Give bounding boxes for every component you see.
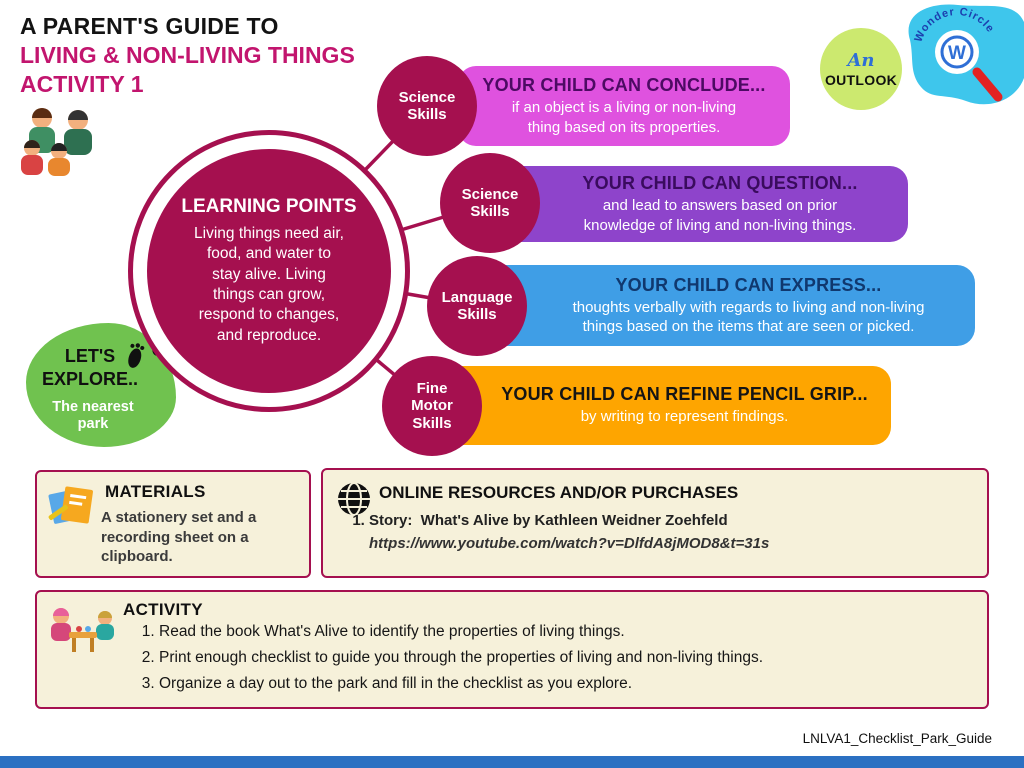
online-resources-title: ONLINE RESOURCES AND/OR PURCHASES [379,483,739,502]
skill-circle-label: Science Skills [461,185,519,220]
skill-banner-express: YOUR CHILD CAN EXPRESS... thoughts verba… [438,265,975,346]
skill-banner-pencil-grip: YOUR CHILD CAN REFINE PENCIL GRIP... by … [414,366,891,445]
globe-icon [338,482,370,516]
materials-body: A stationery set and a recording sheet o… [101,509,257,565]
skill-body-pencil-grip: by writing to represent findings. [580,408,789,426]
magnifier-handle-icon [972,67,1003,102]
skill-circle-label: Science Skills [398,88,456,123]
activity-panel: ACTIVITY Read the book What's Alive to i… [35,590,989,709]
activity-step: Organize a day out to the park and fill … [159,674,763,695]
bottom-accent-bar [0,756,1024,768]
online-resource-text: Story: What's Alive by Kathleen Weidner … [369,512,728,529]
outlook-label: OUTLOOK [824,72,898,88]
youtube-link[interactable]: https://www.youtube.com/watch?v=DlfdA8jM… [369,535,770,552]
title-line-3: ACTIVITY 1 [20,71,144,98]
activity-step: Read the book What's Alive to identify t… [159,622,763,643]
activity-step: Print enough checklist to guide you thro… [159,648,763,669]
outlook-badge: An OUTLOOK [820,28,902,110]
title-line-2: LIVING & NON-LIVING THINGS [20,42,355,69]
skill-heading-question: YOUR CHILD CAN QUESTION... [582,173,858,194]
learning-points-body: Living things need air, food, and water … [194,224,344,344]
skill-circle-fine-motor: Fine Motor Skills [382,356,482,456]
skill-body-express: thoughts verbally with regards to living… [572,298,925,335]
activity-title: ACTIVITY [123,600,203,619]
skill-body-conclude: if an object is a living or non-living t… [511,99,737,136]
learning-points-circle: LEARNING POINTS Living things need air, … [128,130,410,412]
activity-steps-list: Read the book What's Alive to identify t… [135,622,763,700]
stationery-icon [48,486,93,524]
explore-subtitle: The nearest park [52,399,134,433]
wonder-circle-logo: Wonder Circle W [908,4,1024,105]
online-resources-list: Story: What's Alive by Kathleen Weidner … [343,510,769,554]
materials-panel: MATERIALS A stationery set and a recordi… [35,470,311,578]
document-filename: LNLVA1_Checklist_Park_Guide [802,731,992,746]
wonder-monogram: W [948,43,966,64]
kids-playing-icon [51,608,114,652]
learning-points-inner: LEARNING POINTS Living things need air, … [147,149,391,393]
skill-heading-conclude: YOUR CHILD CAN CONCLUDE... [482,75,766,96]
skill-circle-science-2: Science Skills [440,153,540,253]
poster-title: A PARENT'S GUIDE TO LIVING & NON-LIVING … [20,12,355,100]
skill-banner-conclude: YOUR CHILD CAN CONCLUDE... if an object … [458,66,790,146]
family-illustration-icon [21,108,92,176]
learning-points-title: LEARNING POINTS [181,195,357,217]
outlook-an-label: An [847,50,875,71]
skill-circle-language: Language Skills [427,256,527,356]
skill-circle-label: Language Skills [441,288,513,323]
skill-body-question: and lead to answers based on prior knowl… [583,197,857,234]
explore-title: LET'S EXPLORE.. [41,346,139,390]
title-line-1: A PARENT'S GUIDE TO [20,13,279,39]
skill-heading-express: YOUR CHILD CAN EXPRESS... [615,274,882,295]
skill-circle-science-1: Science Skills [377,56,477,156]
online-resources-panel: ONLINE RESOURCES AND/OR PURCHASES Story:… [321,468,989,578]
online-resource-item: Story: What's Alive by Kathleen Weidner … [369,510,769,554]
skill-heading-pencil-grip: YOUR CHILD CAN REFINE PENCIL GRIP... [501,384,868,405]
skill-circle-label: Fine Motor Skills [411,380,453,432]
materials-title: MATERIALS [105,482,206,501]
